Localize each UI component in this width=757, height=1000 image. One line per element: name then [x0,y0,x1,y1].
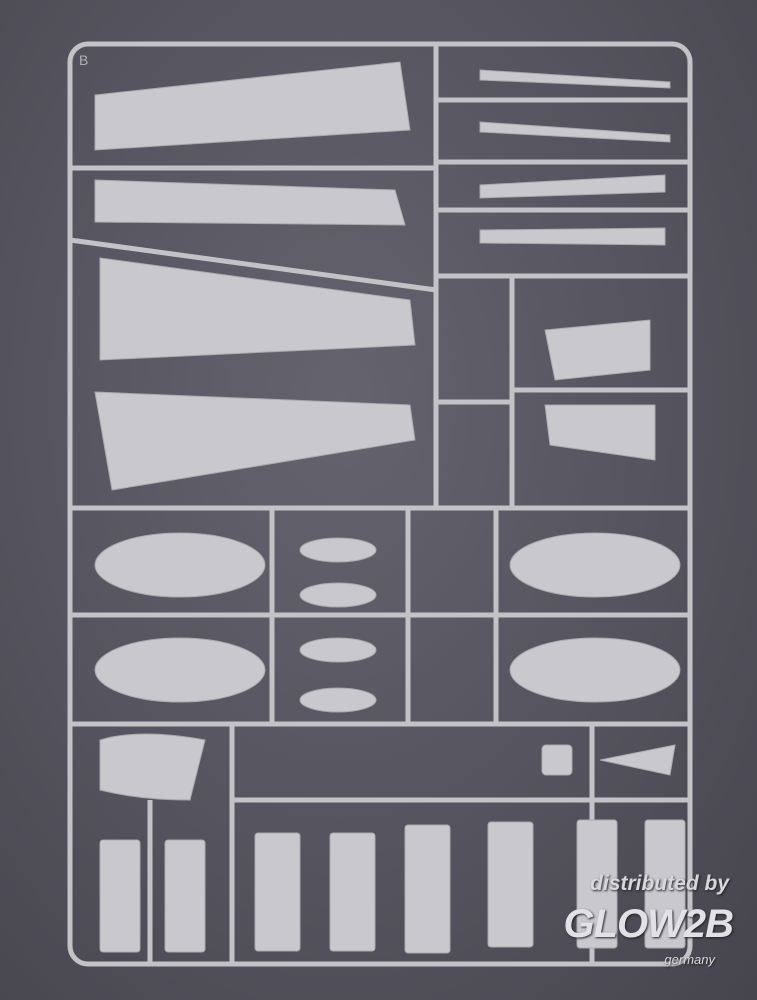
sprue-letter: B [79,52,88,68]
watermark-brand-logo: GLOW2B [563,902,734,946]
watermark-sub: germany [664,952,715,967]
kit-parts [94,61,686,954]
sprue-frame [67,41,693,967]
watermark-distributed: distributed by [590,872,729,895]
